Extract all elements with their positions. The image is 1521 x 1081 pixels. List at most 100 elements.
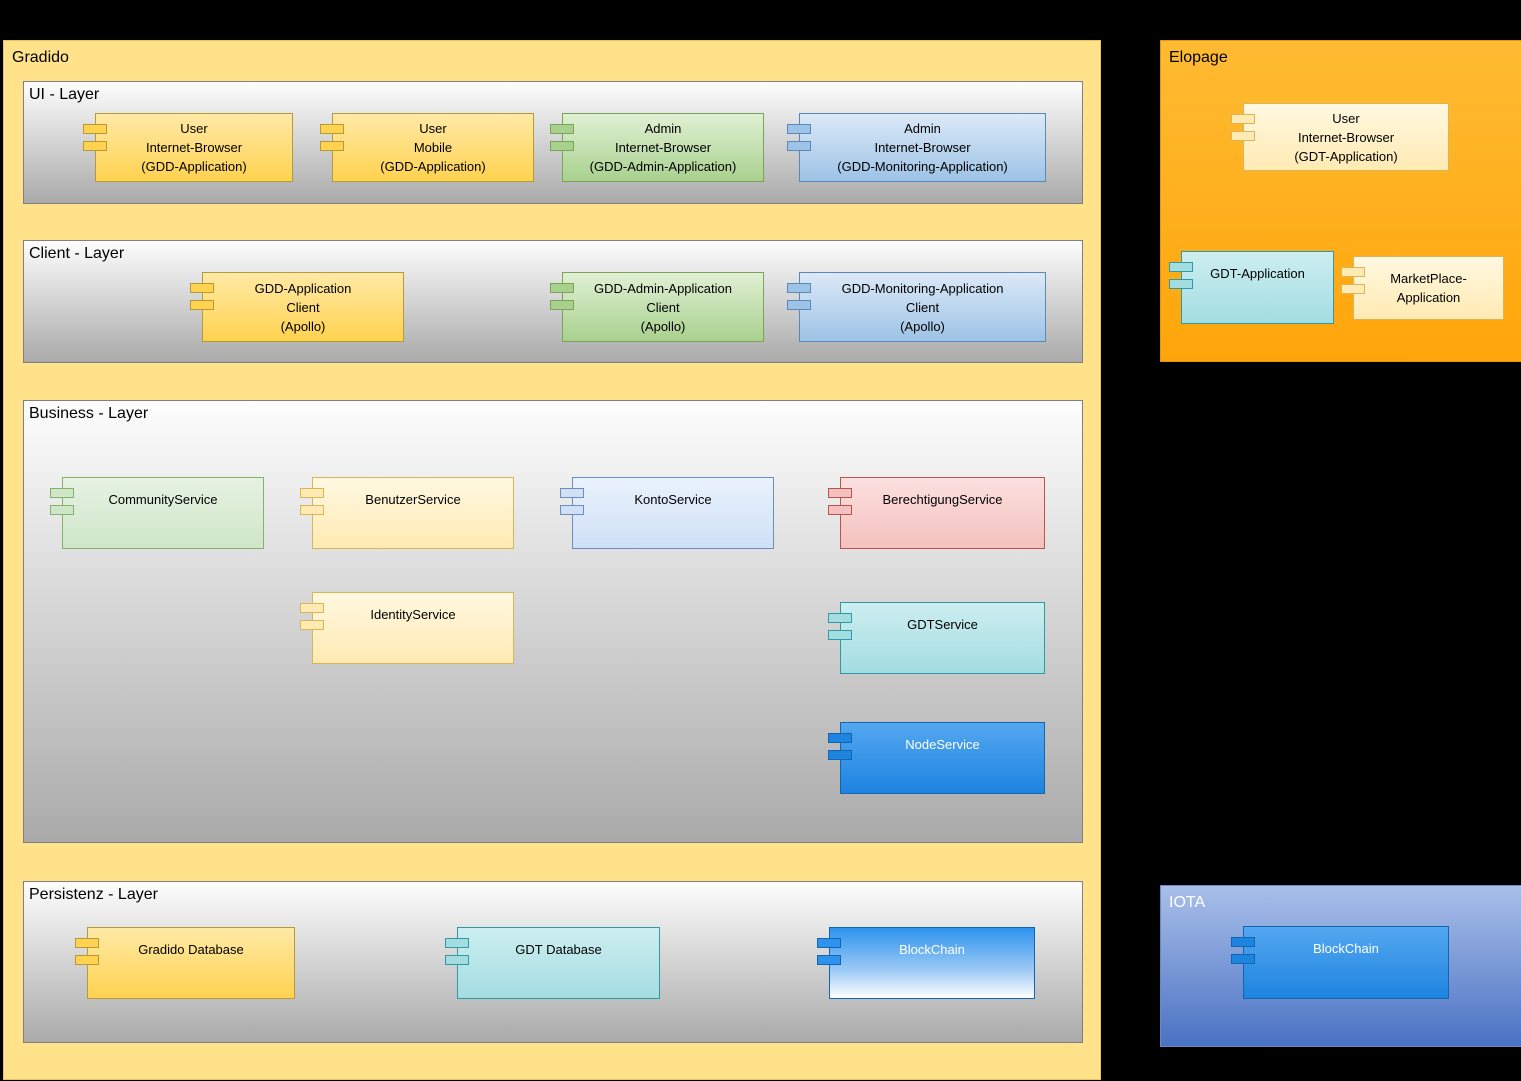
layer-persistenz: Persistenz - Layer Gradido Database GDT … — [23, 881, 1083, 1043]
component-gdt-service: GDTService — [828, 602, 1045, 674]
component-tab-icon — [550, 141, 574, 151]
component-admin-internet-browser-gdd-admin-application: Admin Internet-Browser (GDD-Admin-Applic… — [550, 113, 764, 182]
component-tab-icon — [828, 505, 852, 515]
component-tab-icon — [1341, 267, 1365, 277]
component-tab-icon — [1169, 279, 1193, 289]
component-label-line: GDT-Application — [1210, 266, 1305, 281]
component-label-line: Internet-Browser — [145, 140, 243, 155]
component-tab-icon — [50, 505, 74, 515]
component-label-line: GDD-Monitoring-Application — [841, 280, 1004, 296]
component-tab-icon — [320, 141, 344, 151]
component-tab-icon — [550, 300, 574, 310]
component-tab-icon — [75, 938, 99, 948]
container-elopage: Elopage User Internet-Browser (GDT-Appli… — [1160, 40, 1521, 362]
component-label: BlockChain — [830, 928, 1034, 998]
component-label-line: Client — [646, 299, 680, 315]
component-blockchain-persistenz: BlockChain — [817, 927, 1035, 999]
component-label-line: (Apollo) — [900, 318, 945, 334]
component-tab-icon — [560, 488, 584, 498]
component-label: User Mobile (GDD-Application) — [333, 114, 533, 181]
layer-business-title: Business - Layer — [29, 405, 149, 422]
component-label-line: (Apollo) — [280, 318, 326, 334]
container-gradido-title: Gradido — [12, 49, 69, 66]
component-tab-icon — [445, 938, 469, 948]
component-label: GDTService — [841, 603, 1044, 673]
component-tab-icon — [1341, 284, 1365, 294]
component-label-line: BenutzerService — [365, 492, 461, 507]
component-tab-icon — [817, 955, 841, 965]
component-label-line: IdentityService — [370, 607, 456, 622]
component-label: Admin Internet-Browser (GDD-Monitoring-A… — [800, 114, 1045, 181]
component-berechtigung-service: BerechtigungService — [828, 477, 1045, 549]
component-tab-icon — [828, 488, 852, 498]
component-label: BenutzerService — [313, 478, 513, 548]
component-tab-icon — [1169, 262, 1193, 272]
component-label-line: Mobile — [413, 140, 453, 155]
component-tab-icon — [787, 283, 811, 293]
component-tab-icon — [320, 124, 344, 134]
component-tab-icon — [787, 124, 811, 134]
component-tab-icon — [828, 630, 852, 640]
component-tab-icon — [300, 488, 324, 498]
component-label-line: GDTService — [907, 617, 978, 632]
component-tab-icon — [828, 733, 852, 743]
component-label-line: BerechtigungService — [882, 492, 1003, 507]
component-community-service: CommunityService — [50, 477, 264, 549]
component-benutzer-service: BenutzerService — [300, 477, 514, 549]
component-tab-icon — [550, 283, 574, 293]
component-gradido-database: Gradido Database — [75, 927, 295, 999]
component-label: KontoService — [573, 478, 773, 548]
component-tab-icon — [50, 488, 74, 498]
component-label-line: User — [1332, 110, 1360, 126]
component-gdt-database: GDT Database — [445, 927, 660, 999]
component-label: Gradido Database — [88, 928, 294, 998]
component-tab-icon — [300, 603, 324, 613]
component-label: MarketPlace- Application — [1354, 257, 1503, 319]
layer-business: Business - Layer CommunityService Benutz… — [23, 400, 1083, 843]
container-gradido: Gradido UI - Layer User Internet-Browser… — [3, 40, 1101, 1080]
component-label-line: Gradido Database — [138, 942, 244, 957]
component-gdd-application-client: GDD-Application Client (Apollo) — [190, 272, 404, 342]
component-tab-icon — [83, 141, 107, 151]
component-label: GDD-Application Client (Apollo) — [203, 273, 403, 341]
component-label-line: (GDD-Monitoring-Application) — [837, 159, 1008, 174]
component-label: GDT-Application — [1182, 252, 1333, 323]
layer-ui-title: UI - Layer — [29, 86, 100, 103]
component-blockchain-iota: BlockChain — [1231, 926, 1449, 999]
component-label-line: MarketPlace- — [1390, 271, 1467, 286]
component-label-line: GDD-Admin-Application — [594, 280, 732, 296]
component-label-line: BlockChain — [1313, 941, 1379, 956]
component-label-line: (Apollo) — [640, 318, 686, 334]
component-label: CommunityService — [63, 478, 263, 548]
component-label-line: (GDT-Application) — [1294, 148, 1398, 164]
component-tab-icon — [1231, 131, 1255, 141]
component-gdd-admin-application-client: GDD-Admin-Application Client (Apollo) — [550, 272, 764, 342]
component-tab-icon — [1231, 114, 1255, 124]
component-user-internet-browser-gdt-application: User Internet-Browser (GDT-Application) — [1231, 103, 1449, 171]
container-elopage-title: Elopage — [1169, 49, 1228, 66]
component-label: NodeService — [841, 723, 1044, 793]
component-label: Admin Internet-Browser (GDD-Admin-Applic… — [563, 114, 763, 181]
component-label-line: (GDD-Application) — [141, 159, 247, 174]
component-label-line: Admin — [904, 121, 941, 136]
component-tab-icon — [550, 124, 574, 134]
component-identity-service: IdentityService — [300, 592, 514, 664]
component-label: User Internet-Browser (GDT-Application) — [1244, 104, 1448, 170]
component-tab-icon — [787, 300, 811, 310]
component-label-line: Internet-Browser — [874, 140, 971, 155]
component-label-line: Admin — [644, 121, 682, 136]
component-tab-icon — [83, 124, 107, 134]
component-label: GDD-Monitoring-Application Client (Apoll… — [800, 273, 1045, 341]
component-tab-icon — [787, 141, 811, 151]
component-label-line: User — [180, 121, 208, 136]
component-node-service: NodeService — [828, 722, 1045, 794]
component-user-mobile-gdd-application: User Mobile (GDD-Application) — [320, 113, 534, 182]
component-label-line: Client — [905, 299, 940, 315]
component-label: GDD-Admin-Application Client (Apollo) — [563, 273, 763, 341]
component-label-line: Internet-Browser — [614, 140, 712, 155]
layer-client-title: Client - Layer — [29, 245, 125, 262]
component-label-line: Client — [286, 299, 320, 315]
component-tab-icon — [1231, 937, 1255, 947]
component-label-line: KontoService — [634, 492, 712, 507]
